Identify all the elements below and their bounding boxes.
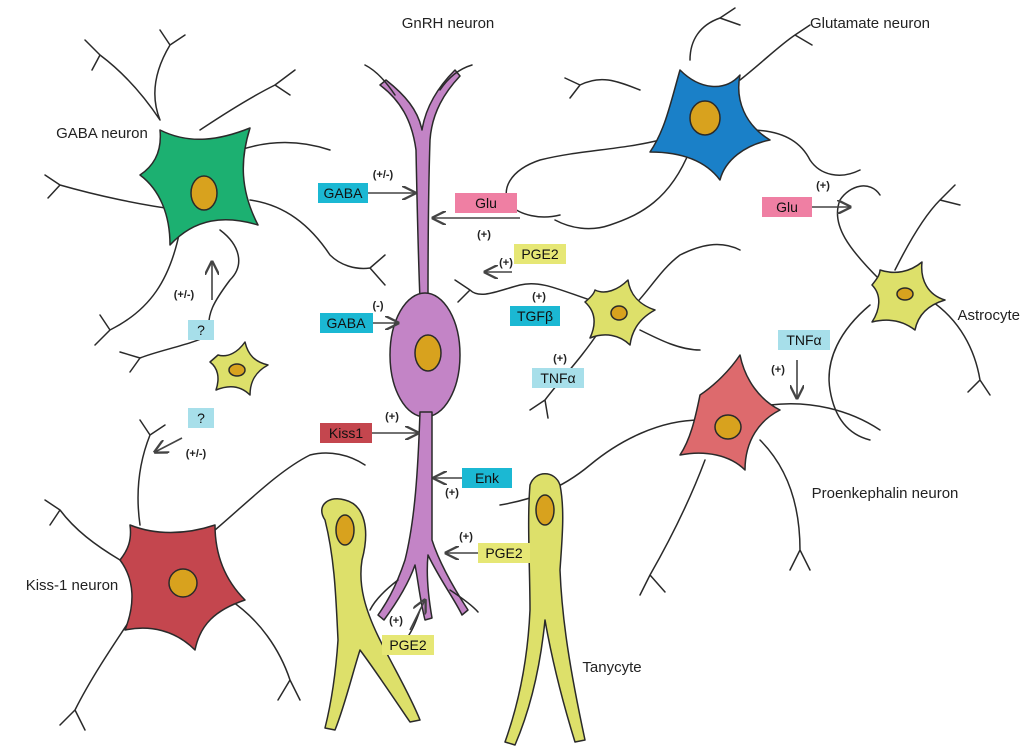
tag-glu-right-text: Glu: [776, 199, 798, 215]
tanycyte-right-nucleus: [536, 495, 554, 525]
astrocyte-left-nucleus: [229, 364, 245, 376]
sign-pge2-bottom: (+): [389, 615, 403, 627]
tag-pge2-top-text: PGE2: [521, 246, 559, 262]
gnrh-nucleus: [415, 335, 441, 371]
sign-enk: (+): [445, 487, 459, 499]
sign-glu-center: (+): [477, 229, 491, 241]
tag-glu-center-text: Glu: [475, 195, 497, 211]
tag-kiss1-text: Kiss1: [329, 425, 363, 441]
tag-tgfb-text: TGFβ: [517, 308, 553, 324]
kiss-neuron: [120, 525, 245, 650]
sign-gaba-top: (+/-): [373, 169, 394, 181]
sign-q-top: (+/-): [174, 289, 195, 301]
sign-pge2-top: (+): [499, 257, 513, 269]
tag-pge2-mid-text: PGE2: [485, 545, 523, 561]
tag-tnfa-right-text: TNFα: [786, 332, 821, 348]
sign-tnfa-center: (+): [553, 353, 567, 365]
label-gnrh-neuron: GnRH neuron: [402, 15, 495, 32]
label-tanycyte: Tanycyte: [582, 659, 641, 676]
proenkephalin-soma: [680, 355, 780, 470]
tanycytes: [322, 474, 585, 745]
proenkephalin-neuron: [680, 355, 780, 470]
tag-q-top-text: ?: [197, 322, 205, 338]
tag-pge2-bottom-text: PGE2: [389, 637, 427, 653]
sign-gaba-mid: (-): [373, 300, 384, 312]
gnrh-axon-top: [380, 70, 460, 300]
label-glutamate-neuron: Glutamate neuron: [810, 15, 930, 32]
proenkephalin-nucleus: [715, 415, 741, 439]
sign-pge2-mid: (+): [459, 531, 473, 543]
glutamate-neuron: [650, 70, 770, 180]
glutamate-nucleus: [690, 101, 720, 135]
astrocyte-right-nucleus: [897, 288, 913, 300]
tag-q-bottom-text: ?: [197, 410, 205, 426]
label-proenkephalin-neuron: Proenkephalin neuron: [812, 485, 959, 502]
gaba-nucleus: [191, 176, 217, 210]
sign-kiss1: (+): [385, 411, 399, 423]
sign-tgfb: (+): [532, 291, 546, 303]
arrow-pge2-bottom: [410, 600, 425, 630]
sign-glu-right: (+): [816, 180, 830, 192]
tag-enk-text: Enk: [475, 470, 500, 486]
sign-tnfa-right: (+): [771, 364, 785, 376]
label-astrocyte: Astrocyte: [957, 307, 1020, 324]
label-gaba-neuron: GABA neuron: [56, 125, 148, 142]
arrow-q-bottom: [155, 438, 182, 452]
gaba-neuron: [140, 128, 258, 245]
tanycyte-left-nucleus: [336, 515, 354, 545]
sign-q-bottom: (+/-): [186, 448, 207, 460]
gnrh-axon-bottom: [378, 412, 468, 620]
kiss-nucleus: [169, 569, 197, 597]
tag-tnfa-center-text: TNFα: [540, 370, 575, 386]
label-kiss-neuron: Kiss-1 neuron: [26, 577, 119, 594]
tag-gaba-top-text: GABA: [324, 185, 364, 201]
astrocyte-center-nucleus: [611, 306, 627, 320]
tag-gaba-mid-text: GABA: [327, 315, 367, 331]
